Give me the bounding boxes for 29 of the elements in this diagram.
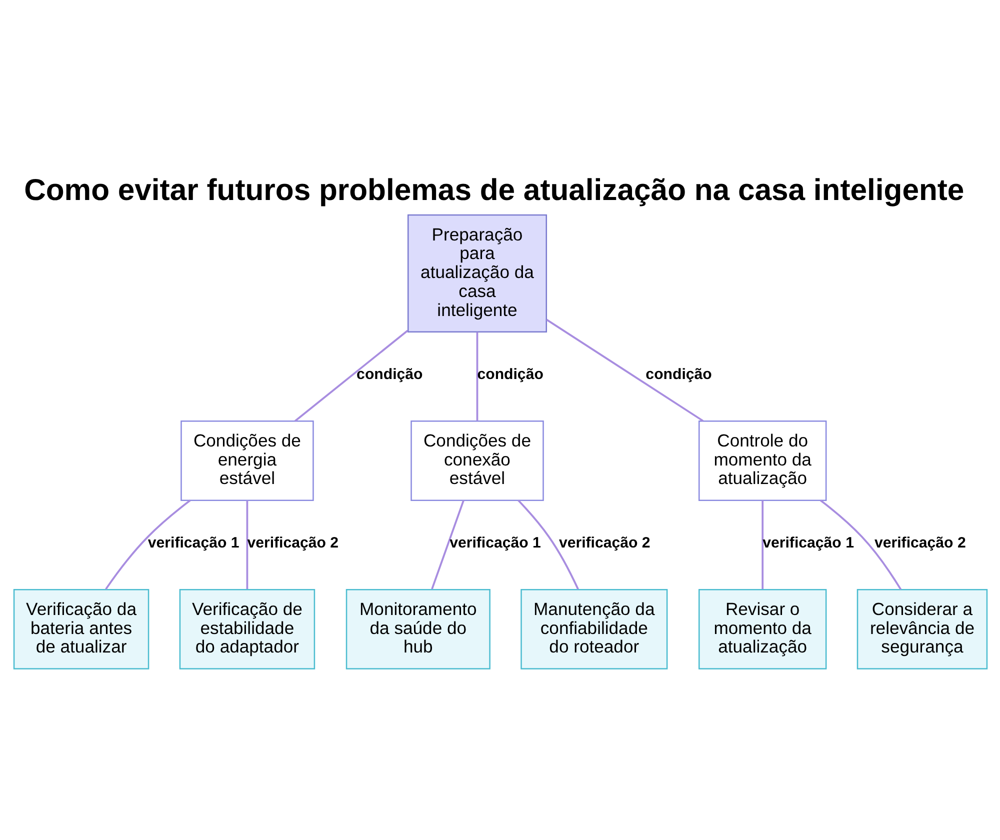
edge-label: condição [356, 366, 422, 383]
connector [430, 500, 464, 589]
edge-label: condição [645, 366, 712, 383]
connector [546, 318, 703, 422]
node-box: Verificação de estabilidade do adaptador [178, 588, 315, 669]
connector [104, 499, 190, 590]
edge-label: verificação 2 [558, 534, 650, 552]
connector [819, 499, 902, 590]
node-box: Condições de energia estável [180, 420, 314, 500]
connector [761, 500, 764, 589]
node-box: Verificação da bateria antes de atualizar [12, 588, 149, 669]
edge-label: verificação 2 [874, 534, 966, 552]
edge-label: verificação 1 [147, 534, 239, 552]
connector [246, 500, 248, 589]
connector [517, 499, 578, 590]
connector [476, 332, 478, 420]
edge-label: verificação 1 [762, 534, 854, 552]
edge-label: verificação 1 [449, 534, 540, 552]
node-box: Preparação para atualização da casa inteligente [406, 214, 546, 332]
edge-label: condição [476, 366, 543, 383]
node-box: Revisar o momento da atualização [698, 588, 826, 669]
connector [294, 329, 408, 422]
diagram-title: Como evitar futuros problemas de atualização na casa inteligente [24, 174, 964, 207]
node-box: Condições de conexão estável [410, 420, 544, 500]
node-box: Considerar a relevância de segurança [856, 588, 988, 669]
edge-label: verificação 2 [246, 534, 338, 552]
node-box: Controle do momento da atualização [698, 420, 826, 500]
node-box: Manutenção da confiabilidade do roteador [520, 588, 668, 669]
node-box: Monitoramento da saúde do hub [345, 588, 490, 669]
